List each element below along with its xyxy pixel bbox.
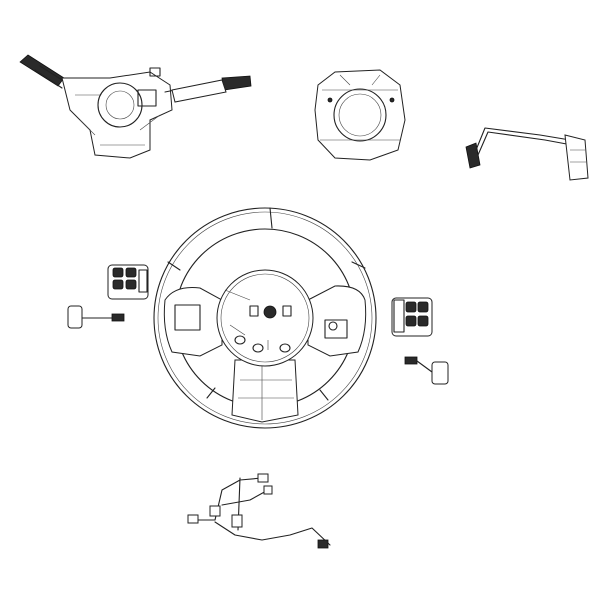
left-switch-cable xyxy=(67,305,125,329)
wiring-jumper xyxy=(465,127,589,181)
multifunction-switch xyxy=(19,54,252,159)
steering-wheel xyxy=(153,207,377,429)
clockspring xyxy=(314,69,406,161)
right-control-switch xyxy=(391,297,433,337)
wheel-wiring-harness xyxy=(187,473,331,549)
right-switch-cable xyxy=(404,356,449,385)
left-control-switch xyxy=(107,264,149,300)
